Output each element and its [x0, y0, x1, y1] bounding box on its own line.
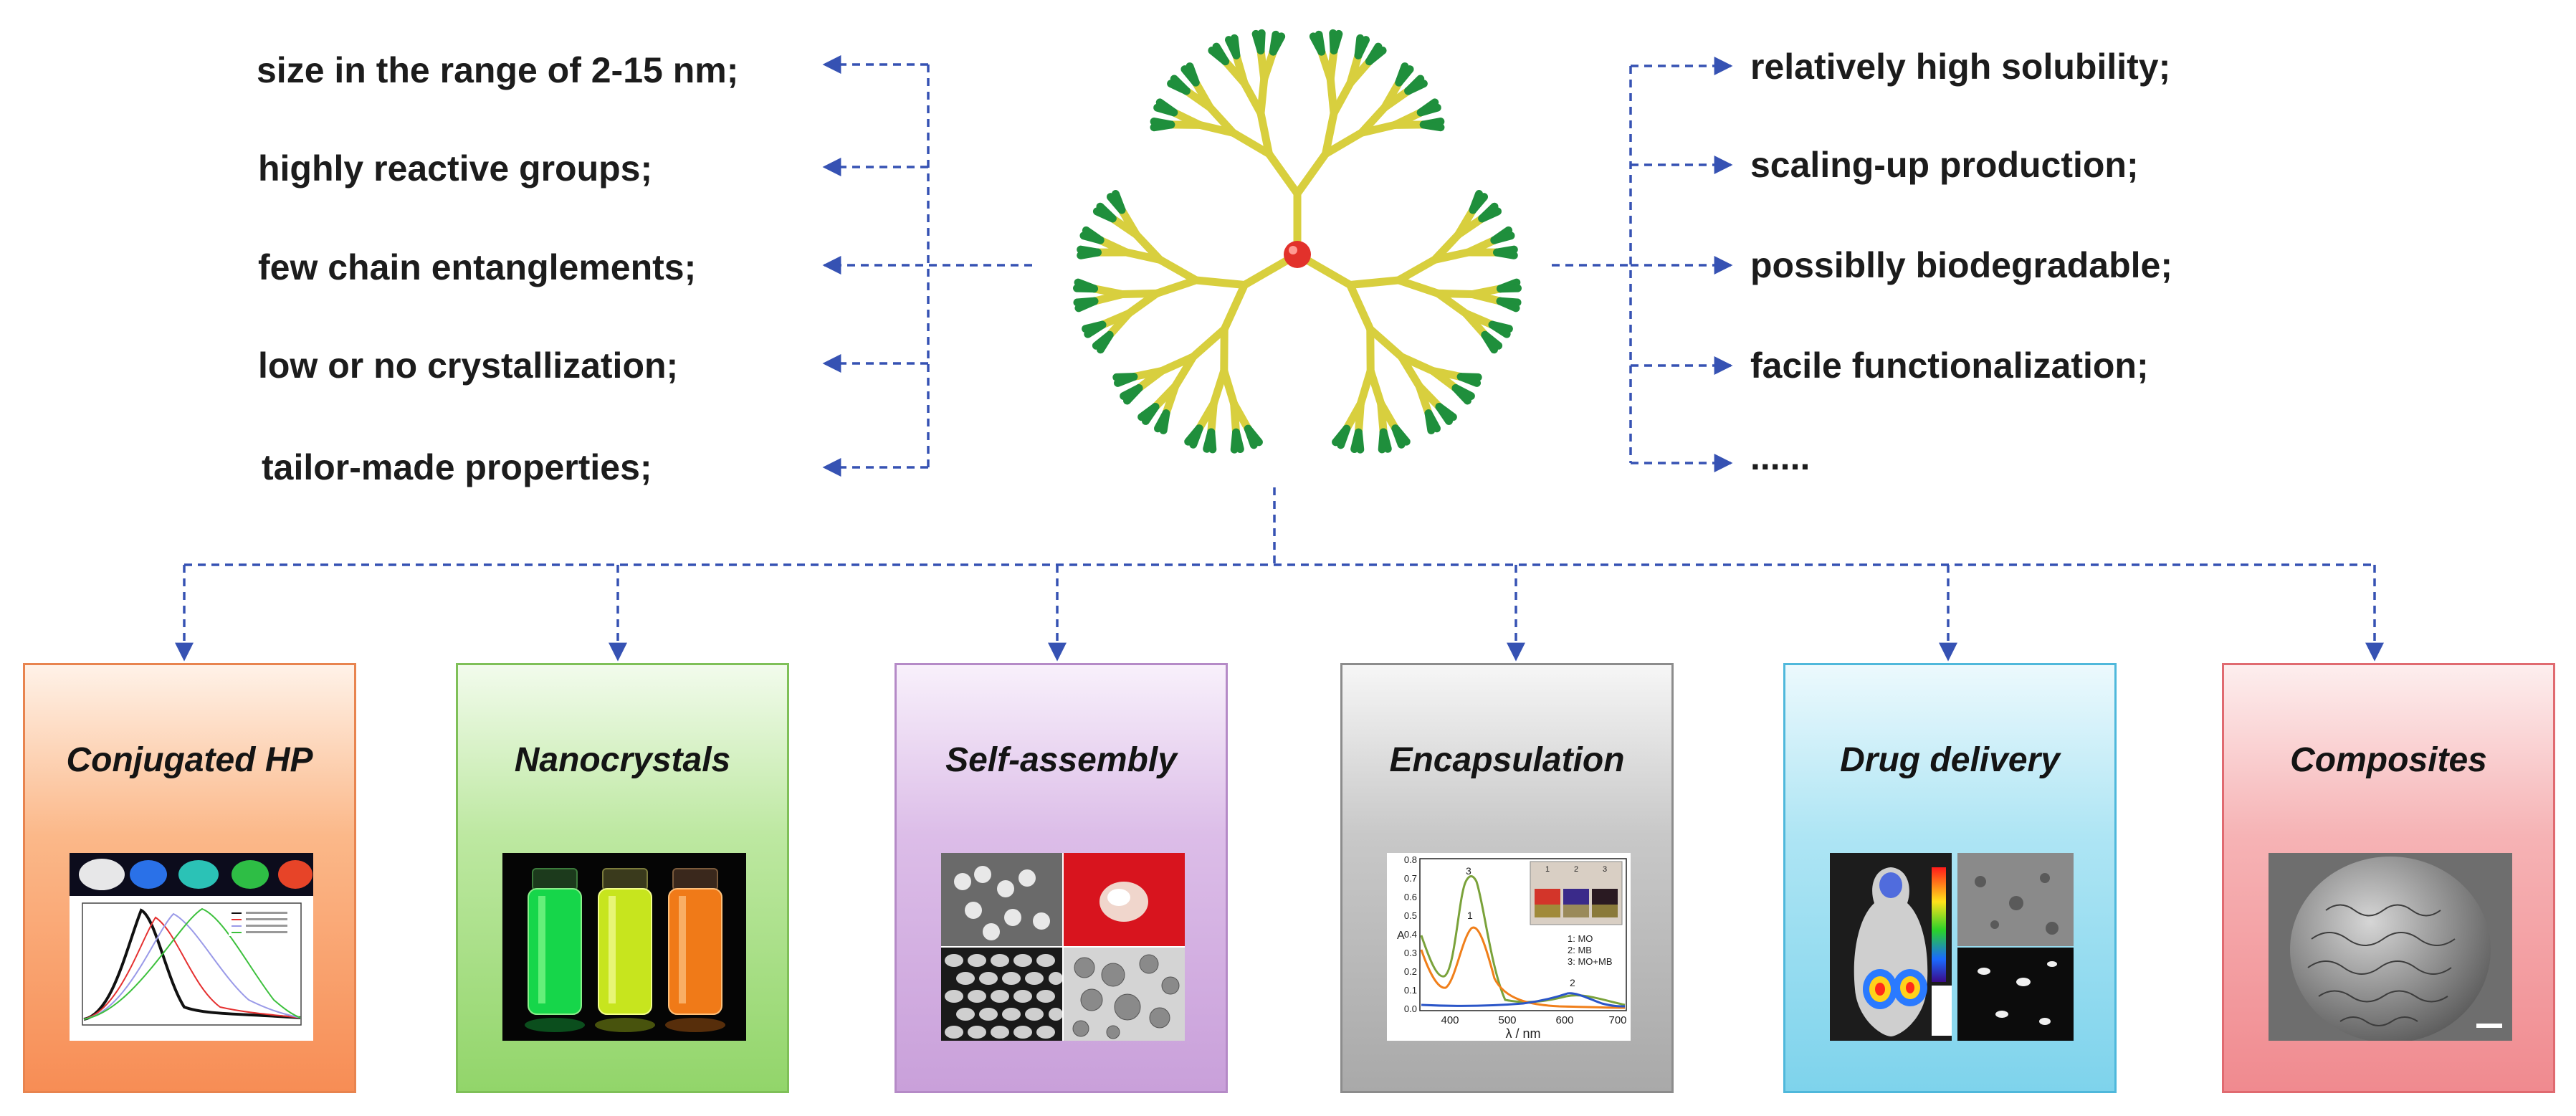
right-property-3: possiblly biodegradable; — [1750, 245, 2172, 285]
application-card-drug-delivery: Drug delivery — [1783, 663, 2117, 1093]
svg-text:2: 2 — [1570, 977, 1575, 988]
svg-text:0.5: 0.5 — [1404, 910, 1417, 921]
card-title: Composites — [2290, 741, 2487, 779]
svg-text:0.3: 0.3 — [1404, 948, 1417, 958]
application-card-nanocrystals: Nanocrystals — [456, 663, 789, 1093]
svg-text:1: 1 — [1467, 910, 1473, 921]
left-property-4: low or no crystallization; — [258, 345, 679, 386]
svg-text:0.4: 0.4 — [1404, 929, 1417, 940]
svg-text:3: MO+MB: 3: MO+MB — [1568, 956, 1613, 967]
right-property-2: scaling-up production; — [1750, 145, 2139, 185]
svg-text:600: 600 — [1555, 1014, 1573, 1026]
card-title: Conjugated HP — [66, 741, 313, 779]
svg-text:3: 3 — [1466, 865, 1471, 877]
svg-text:0.0: 0.0 — [1404, 1003, 1417, 1014]
dendrimer-core — [1284, 241, 1311, 268]
right-property-1: relatively high solubility; — [1750, 47, 2171, 87]
svg-text:0.6: 0.6 — [1404, 892, 1417, 902]
card-title: Nanocrystals — [514, 741, 731, 779]
application-card-encapsulation: Encapsulation 0.0 0.1 0.2 0.3 0.4 0.5 0.… — [1340, 663, 1674, 1093]
microscopy-collage-icon — [941, 853, 1185, 1041]
svg-text:1: 1 — [1545, 865, 1550, 874]
card-title: Self-assembly — [945, 741, 1177, 779]
encap-x-axis-label: λ / nm — [1505, 1026, 1540, 1041]
emission-spectra-chart-icon — [70, 853, 313, 1041]
svg-text:0.1: 0.1 — [1404, 985, 1417, 996]
card-title: Drug delivery — [1840, 741, 2060, 779]
svg-text:700: 700 — [1608, 1014, 1626, 1026]
svg-text:2: MB: 2: MB — [1568, 945, 1592, 955]
left-property-2: highly reactive groups; — [258, 148, 653, 189]
svg-text:1: MO: 1: MO — [1568, 933, 1593, 944]
svg-text:400: 400 — [1441, 1014, 1459, 1026]
left-property-1: size in the range of 2-15 nm; — [257, 50, 739, 90]
left-property-5: tailor-made properties; — [262, 447, 652, 487]
application-card-self-assembly: Self-assembly — [895, 663, 1228, 1093]
absorption-spectra-chart-icon: 0.0 0.1 0.2 0.3 0.4 0.5 0.6 0.7 0.8 400 … — [1387, 853, 1631, 1041]
application-card-conjugated-hp: Conjugated HP — [23, 663, 356, 1093]
svg-text:500: 500 — [1498, 1014, 1516, 1026]
application-card-composites: Composites — [2222, 663, 2555, 1093]
sem-microsphere-icon — [2269, 853, 2512, 1041]
svg-text:0.7: 0.7 — [1404, 873, 1417, 884]
svg-text:0.8: 0.8 — [1404, 854, 1417, 865]
fluorescent-vials-icon — [502, 853, 746, 1041]
bioimaging-icon — [1830, 853, 2074, 1041]
svg-text:3: 3 — [1603, 865, 1607, 874]
svg-text:0.2: 0.2 — [1404, 966, 1417, 977]
card-title: Encapsulation — [1389, 741, 1625, 779]
svg-text:2: 2 — [1574, 865, 1578, 874]
encap-y-axis-label: A — [1397, 930, 1405, 942]
right-property-5: ...... — [1750, 437, 1811, 477]
right-property-4: facile functionalization; — [1750, 345, 2149, 386]
dendrimer-molecule-icon — [1073, 29, 1522, 454]
left-property-3: few chain entanglements; — [258, 247, 697, 287]
